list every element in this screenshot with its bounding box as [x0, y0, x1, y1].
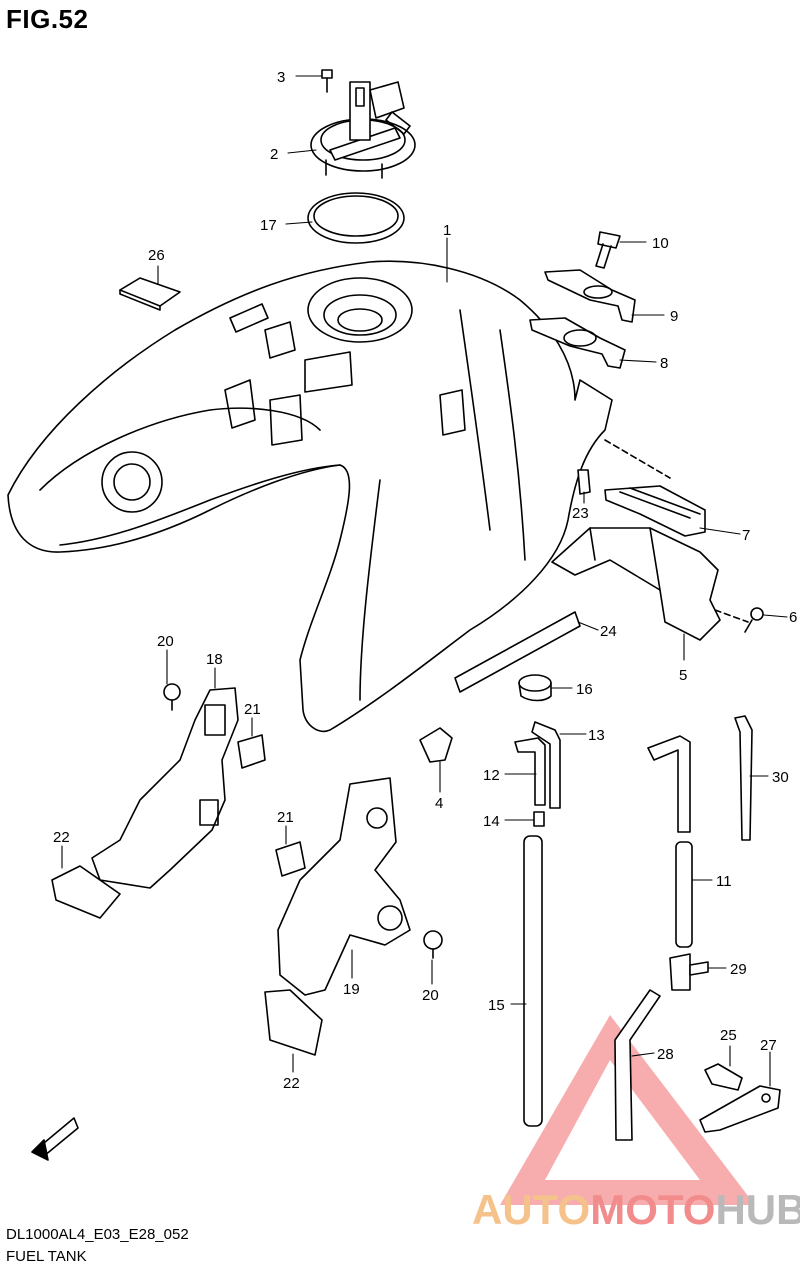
callout-11: 11: [716, 873, 732, 890]
pad-part-22-lower: [264, 989, 323, 1056]
screw-part-20-upper: [163, 683, 181, 711]
callout-5: 5: [679, 667, 687, 684]
bracket-part-19: [277, 777, 411, 996]
callout-7: 7: [742, 527, 750, 544]
callout-20-upper: 20: [157, 633, 174, 650]
nut-part-21-upper: [237, 734, 266, 769]
cushion-part-16: [518, 674, 552, 702]
bolt-part-6: [744, 607, 764, 633]
callout-29: 29: [730, 961, 747, 978]
callout-1: 1: [443, 222, 451, 239]
figure-name: FUEL TANK: [6, 1248, 87, 1265]
callout-21-upper: 21: [244, 701, 261, 718]
gasket-part-17: [307, 192, 405, 244]
callout-27: 27: [760, 1037, 777, 1054]
bracket-part-9: [544, 269, 636, 323]
tie-part-30: [734, 715, 753, 841]
callout-6: 6: [789, 609, 797, 626]
callout-8: 8: [660, 355, 668, 372]
callout-16: 16: [576, 681, 593, 698]
clamp-part-27: [699, 1085, 781, 1133]
bolt-part-3: [321, 69, 333, 93]
support-bracket-part-5: [551, 527, 721, 641]
callout-19: 19: [343, 981, 360, 998]
figure-code: DL1000AL4_E03_E28_052: [6, 1226, 189, 1243]
callout-18: 18: [206, 651, 223, 668]
callout-30: 30: [772, 769, 789, 786]
callout-25: 25: [720, 1027, 737, 1044]
rubber-part-7: [604, 485, 706, 537]
callout-17: 17: [260, 217, 277, 234]
screw-part-20-lower: [423, 930, 443, 959]
pad-part-22-upper: [51, 865, 121, 919]
fwd-direction-icon: [31, 1117, 79, 1161]
joint-part-29: [669, 953, 709, 991]
dashed-leaders: [604, 439, 749, 623]
callout-10: 10: [652, 235, 669, 252]
bracket-part-8: [529, 317, 626, 369]
clip-part-23: [577, 469, 591, 495]
hose-part-28: [614, 989, 661, 1141]
callout-labels: 3 2 17 26 1 10 9 8 23 7 6 24 5 16 13 12 …: [53, 69, 797, 1092]
clamp-part-4: [419, 727, 453, 763]
fuel-tank-part-1: [7, 260, 613, 732]
nut-part-21-lower: [275, 841, 306, 877]
callout-13: 13: [588, 727, 605, 744]
watermark-part-moto: MOTO: [590, 1186, 716, 1233]
figure-title: FIG.52: [6, 4, 89, 34]
callout-22-lower: 22: [283, 1075, 300, 1092]
hose-part-11: [675, 841, 693, 948]
hose-part-13: [531, 721, 561, 809]
callout-20-lower: 20: [422, 987, 439, 1004]
callout-2: 2: [270, 146, 278, 163]
bracket-part-18: [91, 687, 239, 889]
callout-21-lower: 21: [277, 809, 294, 826]
callout-9: 9: [670, 308, 678, 325]
strip-part-24: [454, 611, 581, 693]
pad-part-26: [119, 277, 181, 311]
callout-12: 12: [483, 767, 500, 784]
callout-14: 14: [483, 813, 500, 830]
callout-4: 4: [435, 795, 443, 812]
fuel-cap-part-2: [310, 81, 416, 179]
callout-24: 24: [600, 623, 617, 640]
watermark-part-hub: HUB: [715, 1186, 800, 1233]
joint-part-14: [533, 811, 545, 827]
leader-lines: [61, 75, 788, 1087]
bolt-part-25: [704, 1063, 743, 1091]
callout-15: 15: [488, 997, 505, 1014]
callout-26: 26: [148, 247, 165, 264]
bolt-part-10: [595, 231, 621, 269]
hose-part-11-upper: [647, 735, 691, 833]
callout-22-upper: 22: [53, 829, 70, 846]
watermark-logo: AUTOMOTOHUB: [472, 1186, 800, 1234]
callout-3: 3: [277, 69, 285, 86]
callout-28: 28: [657, 1046, 674, 1063]
watermark-part-auto: AUTO: [472, 1186, 591, 1233]
hose-part-15: [523, 835, 543, 1127]
hose-part-12: [514, 737, 546, 806]
callout-23: 23: [572, 505, 589, 522]
